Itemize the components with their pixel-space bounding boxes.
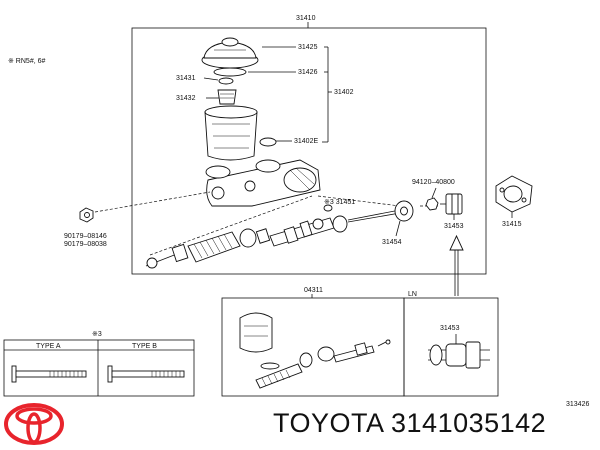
mounting-gasket — [495, 175, 533, 213]
rubber-boot — [187, 231, 241, 263]
callout-ref3: ※3 — [92, 331, 102, 338]
reservoir-grommet — [259, 137, 277, 147]
piston-assembly — [269, 217, 335, 247]
main-assembly-frame — [131, 27, 487, 275]
ln-detail-frame — [403, 297, 499, 397]
type-b-label: TYPE B — [132, 343, 157, 350]
snap-ring-stop — [255, 228, 271, 244]
callout-31432: 31432 — [176, 95, 196, 102]
cap-diaphragm — [213, 67, 247, 77]
clevis-push-rod — [347, 200, 414, 223]
type-reference-table: ※3 TYPE A TYPE B — [3, 331, 195, 397]
callout-04311: 04311 — [304, 287, 323, 294]
callout-31451: ※3 31451 — [324, 199, 355, 206]
cup-seal — [332, 215, 348, 233]
spring-washer — [323, 204, 333, 212]
callout-31415: 31415 — [502, 221, 522, 228]
reservoir-body — [204, 105, 258, 161]
master-cylinder-body — [205, 159, 321, 207]
callout-31402E: 31402E — [294, 138, 318, 145]
kit-parts-illustration — [239, 312, 391, 389]
callout-31431: 31431 — [176, 75, 196, 82]
boot-end-cap — [239, 228, 257, 248]
mounting-nut — [79, 207, 94, 223]
clevis-nut — [425, 197, 439, 211]
reservoir-washer — [218, 77, 234, 85]
type-a-label: TYPE A — [36, 343, 61, 350]
callout-94120-40800: 94120–40800 — [412, 179, 455, 186]
callout-90179-08038: 90179–08038 — [64, 241, 107, 248]
toyota-logo — [4, 403, 64, 445]
callout-LN: LN — [408, 291, 417, 298]
reservoir-cap — [201, 37, 259, 69]
push-rod-assembly — [145, 243, 189, 269]
brand-part-number-caption: TOYOTA 3141035142 — [273, 408, 547, 438]
callout-31425: 31425 — [298, 44, 318, 51]
callout-31453: 31453 — [444, 223, 464, 230]
callout-31410: 31410 — [296, 15, 316, 22]
header-note: ※ RN5#, 6# — [8, 58, 45, 65]
callout-31426: 31426 — [298, 69, 318, 76]
callout-31402: 31402 — [334, 89, 354, 96]
reservoir-strainer — [217, 89, 237, 105]
callout-31454: 31454 — [382, 239, 402, 246]
clevis-yoke — [440, 193, 463, 215]
figure-code: 313426 — [566, 401, 589, 408]
callout-90179-08146: 90179–08146 — [64, 233, 107, 240]
ln-detail-arrow — [449, 234, 464, 296]
clevis-detail — [428, 341, 490, 369]
callout-31453-ln: 31453 — [440, 325, 460, 332]
